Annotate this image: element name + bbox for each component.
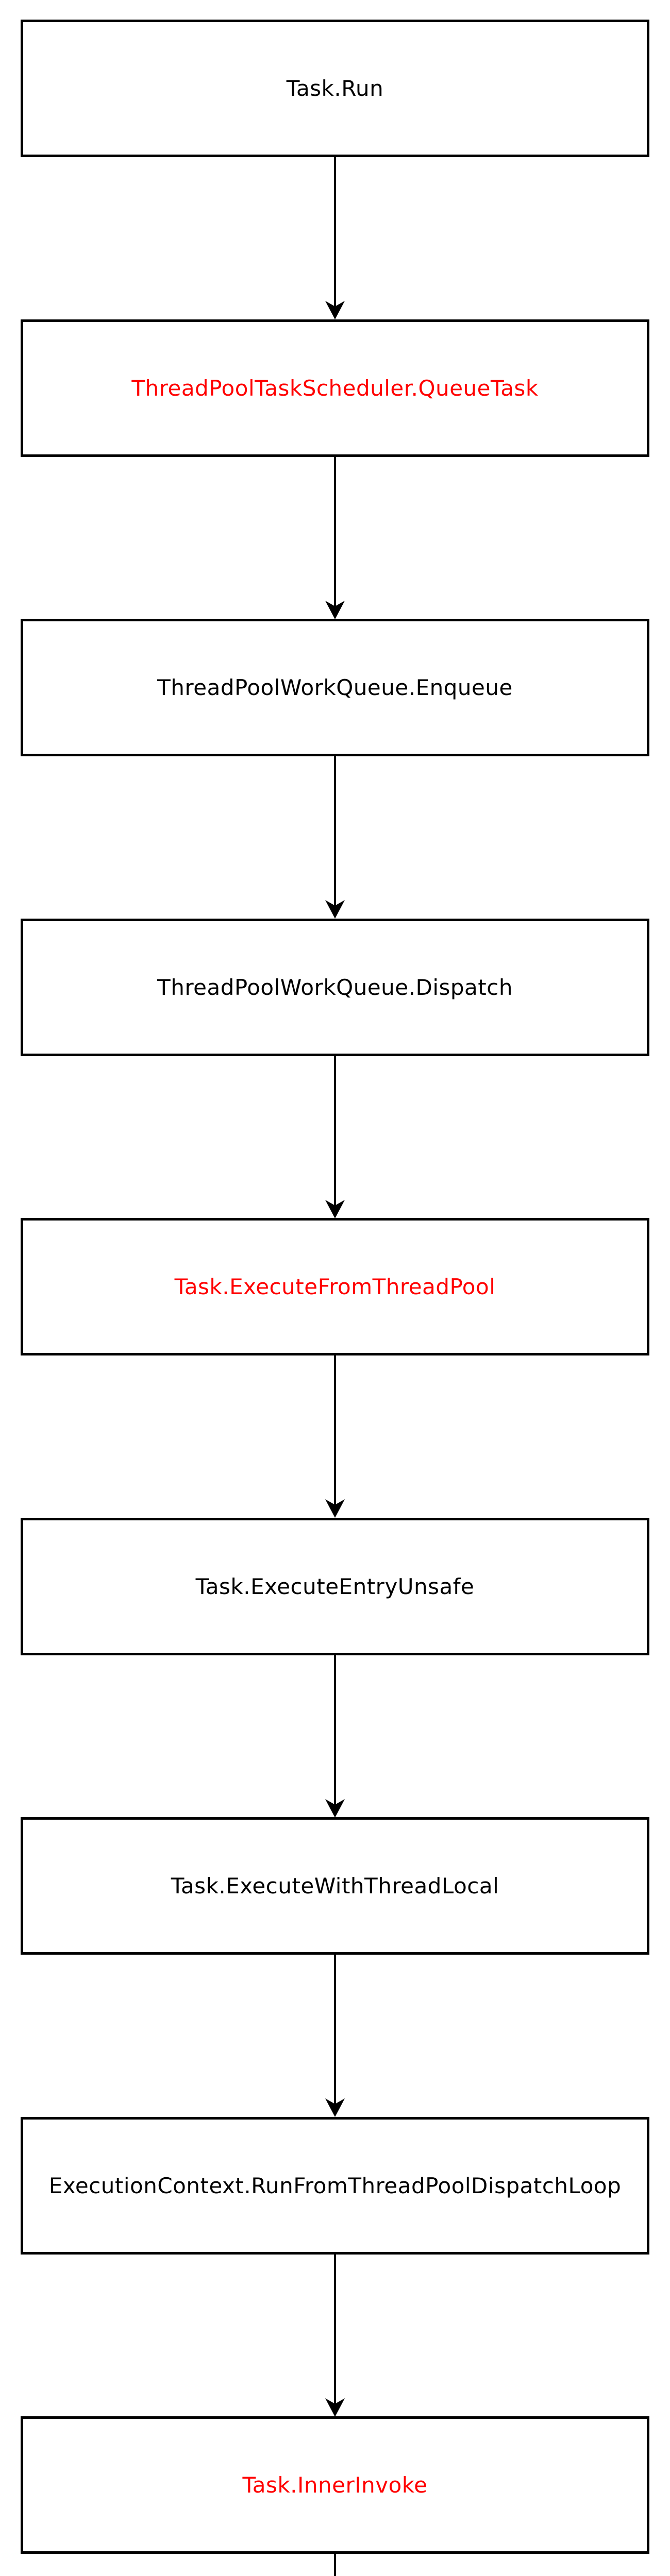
flow-arrow: [0, 2554, 670, 2576]
node-label: ThreadPoolWorkQueue.Enqueue: [157, 675, 513, 700]
node-label: ThreadPoolTaskScheduler.QueueTask: [131, 376, 539, 401]
arrow-stem: [334, 1655, 336, 1807]
node-label: Task.ExecuteFromThreadPool: [174, 1274, 496, 1299]
flow-arrow: [0, 1955, 670, 2117]
node-label: Task.Run: [286, 76, 384, 101]
flow-arrow: [0, 2255, 670, 2417]
arrow-stem: [334, 756, 336, 908]
arrow-stem: [334, 157, 336, 309]
node-task-run: Task.Run: [21, 20, 649, 157]
node-threadpoolworkqueue-dispatch: ThreadPoolWorkQueue.Dispatch: [21, 919, 649, 1056]
node-task-executewiththreadlocal: Task.ExecuteWithThreadLocal: [21, 1817, 649, 1955]
arrow-stem: [334, 2554, 336, 2576]
flow-arrow: [0, 756, 670, 919]
node-task-executeentryunsafe: Task.ExecuteEntryUnsafe: [21, 1518, 649, 1655]
flow-arrow: [0, 157, 670, 319]
node-threadpoolworkqueue-enqueue: ThreadPoolWorkQueue.Enqueue: [21, 619, 649, 756]
flow-arrow: [0, 457, 670, 619]
arrow-stem: [334, 2255, 336, 2406]
node-label: Task.InnerInvoke: [242, 2472, 428, 2498]
flow-arrow: [0, 1056, 670, 1218]
arrow-stem: [334, 457, 336, 609]
flow-arrow: [0, 1655, 670, 1818]
arrow-stem: [334, 1056, 336, 1208]
arrow-stem: [334, 1955, 336, 2107]
node-executioncontext-runfromthreadpooldispatchloop: ExecutionContext.RunFromThreadPoolDispat…: [21, 2117, 649, 2255]
node-label: ExecutionContext.RunFromThreadPoolDispat…: [48, 2173, 622, 2198]
node-label: Task.ExecuteEntryUnsafe: [195, 1574, 475, 1599]
node-label: Task.ExecuteWithThreadLocal: [171, 1873, 499, 1899]
flow-arrow: [0, 1355, 670, 1518]
node-label: ThreadPoolWorkQueue.Dispatch: [157, 975, 513, 1000]
node-task-executefromthreadpool: Task.ExecuteFromThreadPool: [21, 1218, 649, 1355]
node-task-innerinvoke: Task.InnerInvoke: [21, 2416, 649, 2554]
arrow-stem: [334, 1355, 336, 1507]
node-threadpooltaskscheduler-queuetask: ThreadPoolTaskScheduler.QueueTask: [21, 319, 649, 457]
